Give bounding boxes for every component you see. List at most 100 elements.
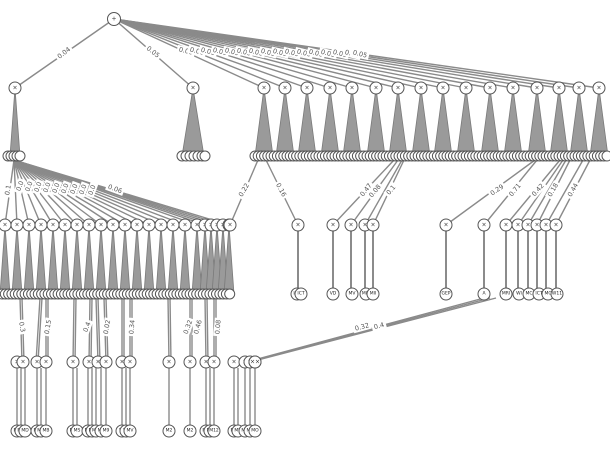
edge-label-text: 0.46: [192, 319, 203, 335]
edge-label-bg: [2, 182, 14, 198]
node-label: +: [111, 16, 116, 23]
level3-node: ×: [58, 218, 72, 232]
edge-label-bg: [31, 178, 45, 196]
node-label: ×: [38, 222, 43, 229]
level5-node: ×: [99, 355, 113, 369]
node-label: ×: [534, 222, 539, 229]
node-label: ×: [515, 222, 520, 229]
node-circle: [323, 81, 337, 95]
node-label: ×: [418, 85, 423, 92]
edge-label-text: 0.05: [332, 48, 348, 59]
leaf-circle: [14, 150, 26, 162]
node-circle: [8, 81, 22, 95]
node-circle: [592, 81, 606, 95]
edge-label-text: 0.0: [86, 184, 97, 196]
level3-node: ×: [154, 218, 168, 232]
node-label: ×: [14, 222, 19, 229]
edge-label-text: 0.05: [352, 48, 368, 59]
edge-label-root-cluster: 0.05: [306, 47, 326, 60]
edge-label-root-cluster: 0.05: [246, 46, 266, 59]
edge-label-mid-left-small: 0.0: [31, 178, 45, 196]
level4-leaf-right: ICT: [294, 287, 308, 301]
level5-node: ×: [39, 355, 53, 369]
fan-level3: [71, 224, 83, 295]
fan-right: [549, 87, 569, 157]
leaf-circle: [199, 150, 211, 162]
edge-label-bg: [127, 317, 137, 337]
node-label: ×: [194, 222, 199, 229]
edge-label-text: 0.0: [77, 183, 88, 195]
level4-leaf-right: VD: [326, 287, 340, 301]
edge-label-bg: [366, 181, 384, 201]
level5-edge-b: [97, 297, 101, 363]
node-circle: [39, 355, 53, 369]
level1-node: ×: [506, 81, 520, 95]
mid-left-edge: [13, 159, 18, 226]
node-circle: [248, 355, 262, 369]
node-label: ×: [86, 222, 91, 229]
level1-node: ×: [459, 81, 473, 95]
node-label: ×: [348, 222, 353, 229]
level1-node: ×: [345, 81, 359, 95]
mid-right-edge: [545, 159, 584, 226]
leaf-label: MIV: [362, 291, 371, 297]
leaf-circle: [224, 288, 236, 300]
node-circle: [369, 81, 383, 95]
edge-label-text: 0.05: [272, 47, 288, 58]
level3-node: ×: [10, 218, 24, 232]
leaf-label: MO: [251, 428, 259, 434]
leaf-label: M12: [209, 428, 219, 434]
edge-label-root-cluster: 0.05: [294, 46, 314, 60]
node-label: ×: [330, 222, 335, 229]
node-circle: [549, 218, 563, 232]
node-circle: [530, 81, 544, 95]
node-circle: [99, 355, 113, 369]
level4-leaf-right: MV: [345, 287, 359, 301]
mid-right-edge: [364, 159, 403, 226]
fan-level3: [59, 224, 71, 295]
leaf-circle: [99, 424, 113, 438]
node-circle: [186, 81, 200, 95]
edge-label-mid-left-small: 0.0: [85, 181, 99, 199]
leaf-label: MD: [21, 428, 29, 434]
leaf-circle: [477, 287, 491, 301]
fan-level3: [167, 224, 179, 295]
level4-leaf-right: MII: [366, 287, 380, 301]
leaf-circle: [601, 150, 610, 162]
level3-node: ×: [549, 218, 563, 232]
edge-label-text: 0.0: [68, 183, 79, 195]
fan-level3: [143, 224, 155, 295]
edge-label-text: 0.3: [17, 321, 27, 333]
edge-label-mid-left-small: 0.0: [67, 180, 81, 198]
fan-right: [527, 87, 547, 157]
edge-label-bg: [40, 179, 54, 196]
level4-leaf-right: WI: [512, 287, 526, 301]
leaf-circle: [207, 424, 221, 438]
edge-label-bg: [371, 320, 387, 332]
fan-level3: [107, 224, 119, 295]
edge-label-bg: [49, 179, 63, 197]
level3-node: ×: [326, 218, 340, 232]
fan-level3: [47, 224, 59, 295]
level5-node: ×: [207, 355, 221, 369]
level5-edge-b: [90, 297, 93, 363]
level3-node: ×: [46, 218, 60, 232]
level3-node: ×: [106, 218, 120, 232]
level6-leaf: MO: [248, 424, 262, 438]
edge-label-bg: [528, 180, 548, 200]
edge-label-bottom-mid: 0.4: [371, 320, 387, 332]
edge-label-bg: [198, 45, 218, 58]
leaf-circle: [326, 287, 340, 301]
node-label: ×: [50, 222, 55, 229]
fan-level3: [179, 224, 191, 295]
edge-label-bottom-mid: 0.32: [352, 320, 372, 334]
edge-label-text: 0.0: [23, 180, 34, 192]
node-label: ×: [349, 85, 354, 92]
level1-node: ×: [483, 81, 497, 95]
root-node: +: [107, 12, 121, 26]
level5-edge: [95, 297, 99, 363]
level3-node: ×: [0, 218, 12, 232]
level5-node: ×: [123, 355, 137, 369]
